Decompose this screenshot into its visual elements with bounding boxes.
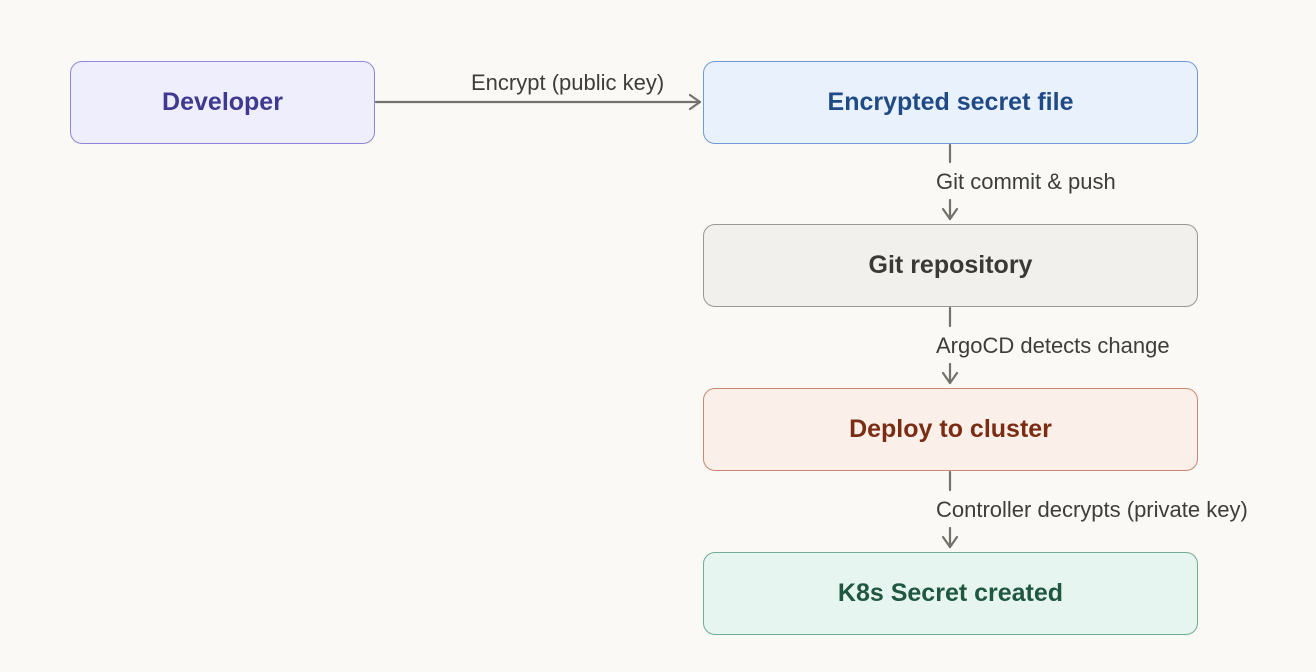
node-deploy-to-cluster: Deploy to cluster	[703, 388, 1198, 471]
edge-label-encrypt: Encrypt (public key)	[471, 70, 665, 95]
node-developer: Developer	[70, 61, 375, 144]
node-deploy-to-cluster-label: Deploy to cluster	[849, 415, 1052, 443]
node-encrypted-secret-file: Encrypted secret file	[703, 61, 1198, 144]
node-encrypted-secret-file-label: Encrypted secret file	[827, 88, 1074, 116]
node-developer-label: Developer	[162, 88, 283, 116]
edge-controller-arrowhead	[941, 535, 959, 549]
edge-label-argocd: ArgoCD detects change	[936, 333, 1170, 358]
node-k8s-secret-created-label: K8s Secret created	[837, 579, 1064, 607]
edge-label-controller: Controller decrypts (private key)	[936, 497, 1248, 522]
node-git-repository: Git repository	[703, 224, 1198, 307]
node-git-repository-label: Git repository	[868, 251, 1033, 279]
edge-commit-arrowhead	[941, 207, 959, 221]
edge-encrypt-arrowhead	[688, 93, 702, 111]
edge-argocd-arrowhead	[941, 371, 959, 385]
node-k8s-secret-created: K8s Secret created	[703, 552, 1198, 635]
edge-label-commit: Git commit & push	[936, 169, 1116, 194]
